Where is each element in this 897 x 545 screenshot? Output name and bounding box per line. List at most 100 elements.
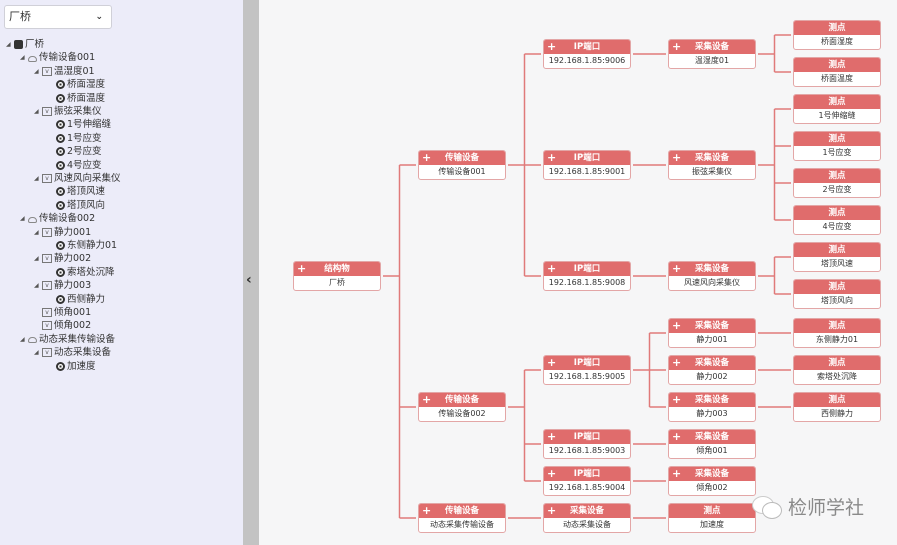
topology-node[interactable]: 测点桥面湿度	[793, 20, 881, 50]
expand-plus-icon[interactable]: +	[297, 262, 307, 275]
expand-plus-icon[interactable]: +	[547, 467, 557, 480]
tree-node[interactable]: ◢传输设备002	[20, 212, 95, 225]
topology-node[interactable]: +结构物厂桥	[293, 261, 381, 291]
tree-node[interactable]: 塔顶风速	[56, 185, 105, 198]
expand-plus-icon[interactable]: +	[422, 151, 432, 164]
tree-node[interactable]: 桥面湿度	[56, 78, 105, 91]
node-type-label: 测点	[828, 358, 846, 368]
expand-toggle-icon[interactable]: ◢	[34, 255, 39, 263]
tree-node[interactable]: 西侧静力	[56, 293, 105, 306]
chevron-down-icon[interactable]: ⌄	[95, 12, 103, 22]
expand-plus-icon[interactable]: +	[547, 504, 557, 517]
tree-node[interactable]: 索塔处沉降	[56, 266, 115, 279]
topology-node[interactable]: +采集设备静力003	[668, 392, 756, 422]
topology-node[interactable]: +采集设备风速风向采集仪	[668, 261, 756, 291]
topology-node[interactable]: +采集设备振弦采集仪	[668, 150, 756, 180]
topology-node[interactable]: +传输设备传输设备001	[418, 150, 506, 180]
topology-node[interactable]: +采集设备静力001	[668, 318, 756, 348]
tree-node[interactable]: 桥面温度	[56, 92, 105, 105]
topology-node[interactable]: +传输设备动态采集传输设备	[418, 503, 506, 533]
expand-plus-icon[interactable]: +	[672, 467, 682, 480]
expand-toggle-icon[interactable]: ◢	[34, 228, 39, 236]
tree-node[interactable]: 加速度	[56, 360, 96, 373]
cloud-icon	[28, 216, 37, 223]
topology-node[interactable]: +采集设备静力002	[668, 355, 756, 385]
tree-node[interactable]: ◢动态采集传输设备	[20, 333, 115, 346]
expand-toggle-icon[interactable]: ◢	[20, 335, 25, 343]
expand-plus-icon[interactable]: +	[672, 262, 682, 275]
topology-node[interactable]: +采集设备温湿度01	[668, 39, 756, 69]
expand-toggle-icon[interactable]: ◢	[20, 215, 25, 223]
topology-node[interactable]: +采集设备动态采集设备	[543, 503, 631, 533]
tree-node[interactable]: 1号应变	[56, 132, 102, 145]
node-type-label: 采集设备	[694, 42, 729, 52]
tree-node[interactable]: 东侧静力01	[56, 239, 117, 252]
topology-node[interactable]: 测点西侧静力	[793, 392, 881, 422]
node-type-label: IP端口	[573, 358, 601, 368]
topology-node[interactable]: +传输设备传输设备002	[418, 392, 506, 422]
expand-plus-icon[interactable]: +	[547, 430, 557, 443]
tree-node[interactable]: ◢传输设备001	[20, 51, 95, 64]
expand-toggle-icon[interactable]: ◢	[34, 282, 39, 290]
node-name-label: 动态采集传输设备	[430, 520, 494, 529]
expand-plus-icon[interactable]: +	[422, 504, 432, 517]
expand-plus-icon[interactable]: +	[547, 262, 557, 275]
expand-plus-icon[interactable]: +	[672, 430, 682, 443]
expand-plus-icon[interactable]: +	[547, 356, 557, 369]
structure-select[interactable]: 厂桥 ⌄	[4, 5, 112, 29]
point-icon	[56, 267, 65, 277]
tree-node[interactable]: 2号应变	[56, 145, 102, 158]
expand-plus-icon[interactable]: +	[547, 151, 557, 164]
node-name-label: 倾角002	[696, 483, 728, 492]
sidebar-splitter[interactable]: ‹	[243, 0, 259, 545]
tree-node-label: 2号应变	[67, 146, 102, 158]
expand-toggle-icon[interactable]: ◢	[20, 54, 25, 62]
topology-node[interactable]: 测点塔顶风速	[793, 242, 881, 272]
expand-plus-icon[interactable]: +	[672, 356, 682, 369]
tree-node[interactable]: 4号应变	[56, 159, 102, 172]
topology-node[interactable]: 测点加速度	[668, 503, 756, 533]
expand-plus-icon[interactable]: +	[672, 319, 682, 332]
tree-node[interactable]: 1号伸缩缝	[56, 118, 111, 131]
expand-toggle-icon[interactable]: ◢	[34, 67, 39, 75]
expand-toggle-icon[interactable]: ◢	[6, 41, 11, 48]
topology-node[interactable]: 测点索塔处沉降	[793, 355, 881, 385]
node-name-label: 加速度	[700, 520, 724, 529]
expand-plus-icon[interactable]: +	[672, 40, 682, 53]
topology-node[interactable]: +采集设备倾角002	[668, 466, 756, 496]
topology-node[interactable]: 测点桥面温度	[793, 57, 881, 87]
expand-toggle-icon[interactable]: ◢	[34, 108, 39, 115]
expand-toggle-icon[interactable]: ◢	[34, 349, 39, 357]
topology-node[interactable]: 测点东侧静力01	[793, 318, 881, 348]
node-name-label: 桥面湿度	[821, 37, 853, 46]
expand-plus-icon[interactable]: +	[672, 393, 682, 406]
topology-node[interactable]: 测点塔顶风向	[793, 279, 881, 309]
tree-node[interactable]: 塔顶风向	[56, 199, 105, 212]
expand-plus-icon[interactable]: +	[547, 40, 557, 53]
expand-plus-icon[interactable]: +	[672, 151, 682, 164]
collapse-left-icon[interactable]: ‹	[246, 272, 252, 288]
tree-node[interactable]: ◢厂桥	[6, 38, 44, 51]
topology-node[interactable]: +采集设备倾角001	[668, 429, 756, 459]
expand-toggle-icon[interactable]: ◢	[34, 175, 39, 182]
expand-plus-icon[interactable]: +	[422, 393, 432, 406]
